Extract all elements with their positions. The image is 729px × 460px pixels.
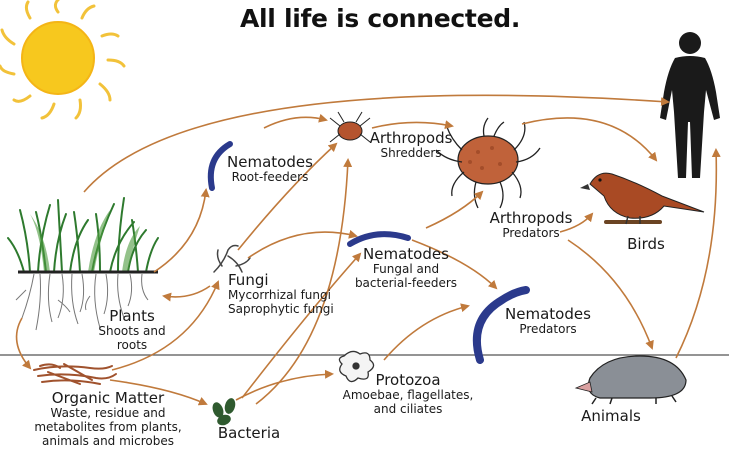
organic-matter-name: Organic Matter: [8, 390, 208, 407]
birds-label: Birds: [616, 236, 676, 253]
bacteria-label: Bacteria: [204, 425, 294, 442]
plants-label: Plants Shoots and roots: [92, 308, 172, 353]
mole-icon: [576, 356, 686, 404]
sun-icon: [0, 0, 124, 118]
plants-desc-2: roots: [92, 339, 172, 353]
nematodes-predators-label: Nematodes Predators: [496, 306, 600, 337]
nematodes-fungal-desc-1: Fungal and: [344, 263, 468, 277]
nematodes-fungal-desc-2: bacterial-feeders: [344, 277, 468, 291]
arrow-nematode-to-mite: [264, 117, 326, 128]
organic-matter-icon: [34, 364, 116, 384]
fungi-name: Fungi: [228, 272, 358, 289]
arrow-plants-to-nematode: [154, 190, 206, 272]
plants-desc-1: Shoots and: [92, 325, 172, 339]
nematode-icon: [350, 234, 408, 244]
arthropods-shred-desc: Shredders: [358, 147, 464, 161]
protozoa-desc-1: Amoebae, flagellates,: [328, 389, 488, 403]
nematodes-fungal-name: Nematodes: [344, 246, 468, 263]
arrow-fungi-to-plants: [164, 286, 210, 297]
arrow-animals-to-human: [676, 150, 716, 358]
arthropods-predators-label: Arthropods Predators: [478, 210, 584, 241]
arrow-plants-to-organic: [17, 318, 30, 368]
arrow-nematode-to-arth-pred: [426, 192, 482, 228]
arthropods-shredders-label: Arthropods Shredders: [358, 130, 464, 161]
organic-matter-desc-3: animals and microbes: [8, 435, 208, 449]
organic-matter-desc-2: metabolites from plants,: [8, 421, 208, 435]
nematodes-fungal-feeders-label: Nematodes Fungal and bacterial-feeders: [344, 246, 468, 291]
nematodes-pred-name: Nematodes: [496, 306, 600, 323]
fungi-icon: [214, 246, 250, 273]
fungi-desc-2: Saprophytic fungi: [228, 303, 358, 317]
organic-matter-label: Organic Matter Waste, residue and metabo…: [8, 390, 208, 449]
protozoa-label: Protozoa Amoebae, flagellates, and cilia…: [328, 372, 488, 417]
protozoa-desc-2: and ciliates: [328, 403, 488, 417]
protozoa-name: Protozoa: [328, 372, 488, 389]
organic-matter-desc-1: Waste, residue and: [8, 407, 208, 421]
arthropods-pred-desc: Predators: [478, 227, 584, 241]
animals-label: Animals: [566, 408, 656, 425]
arrow-protozoa-to-pred-nematode: [384, 306, 468, 360]
arrow-mite-to-predator: [372, 122, 452, 128]
fungi-label: Fungi Mycorrhizal fungi Saprophytic fung…: [228, 272, 358, 317]
arrow-predator-to-human: [522, 118, 656, 160]
bird-icon: [580, 173, 704, 224]
nematodes-root-name: Nematodes: [220, 154, 320, 171]
plants-name: Plants: [92, 308, 172, 325]
nematodes-root-feeders-label: Nematodes Root-feeders: [220, 154, 320, 185]
fungi-desc-1: Mycorrhizal fungi: [228, 289, 358, 303]
arthropods-pred-name: Arthropods: [478, 210, 584, 227]
nematodes-pred-desc: Predators: [496, 323, 600, 337]
human-icon: [660, 32, 720, 178]
page-title: All life is connected.: [215, 4, 545, 33]
bacteria-icon: [211, 397, 237, 427]
nematodes-root-desc: Root-feeders: [220, 171, 320, 185]
arthropods-shred-name: Arthropods: [358, 130, 464, 147]
